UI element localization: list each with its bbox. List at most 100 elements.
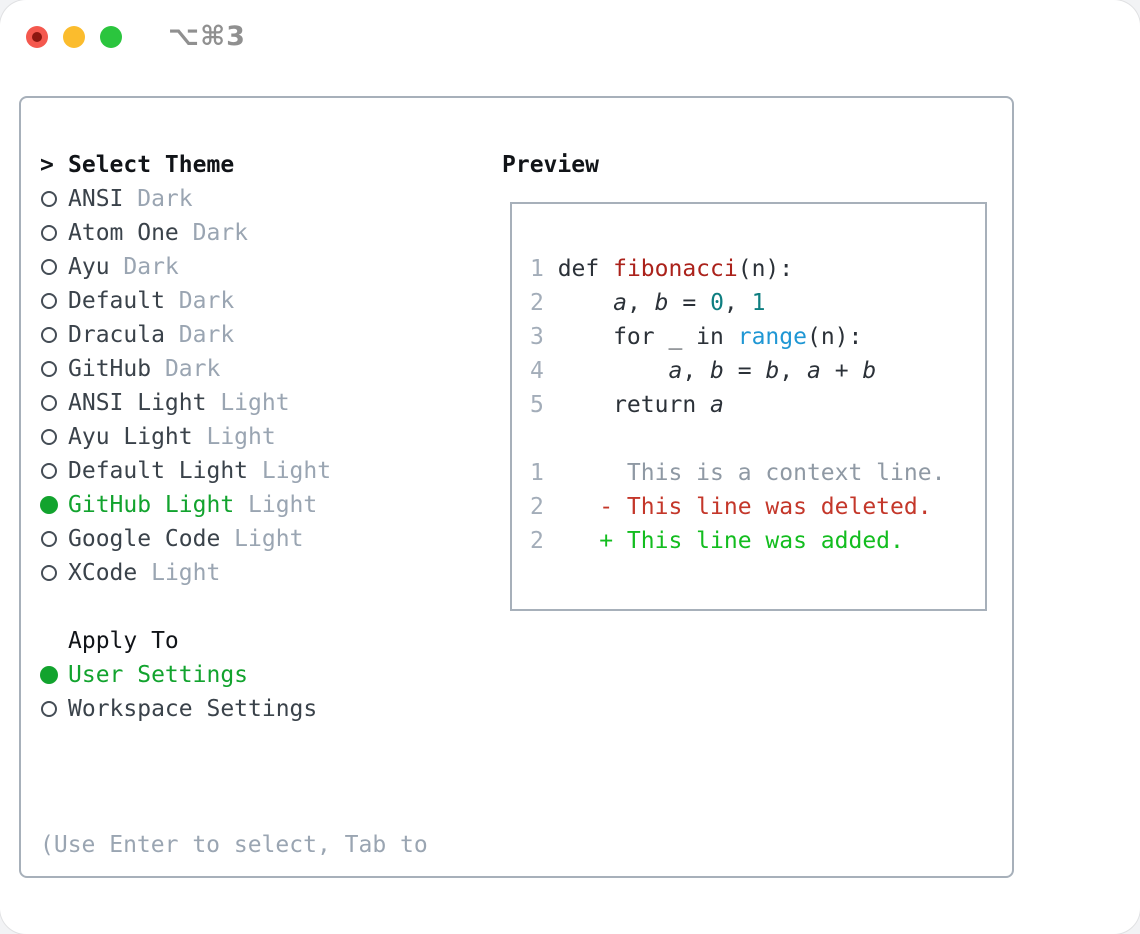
option-label: Ayu bbox=[68, 254, 110, 280]
option-label: GitHub Light bbox=[68, 492, 235, 518]
option-label: Default Light bbox=[68, 458, 249, 484]
option-label: ANSI bbox=[68, 186, 124, 212]
spacer bbox=[40, 590, 428, 624]
option-variant-label: Light bbox=[234, 492, 318, 518]
zoom-button[interactable] bbox=[100, 26, 122, 48]
theme-option[interactable]: GitHub Light Light bbox=[40, 488, 428, 522]
code-segment-var: a bbox=[710, 392, 724, 418]
code-segment-code: , bbox=[682, 358, 711, 384]
option-label: Dracula bbox=[68, 322, 165, 348]
line-number: 4 bbox=[530, 358, 544, 384]
option-label: ANSI Light bbox=[68, 390, 207, 416]
hint-line-1: (Use Enter to select, Tab to bbox=[40, 832, 428, 858]
prompt-caret-icon: > bbox=[40, 152, 54, 178]
code-line bbox=[530, 422, 945, 456]
radio-icon bbox=[41, 191, 57, 207]
line-number: 3 bbox=[530, 324, 544, 350]
code-line: 2 a, b = 0, 1 bbox=[530, 286, 945, 320]
theme-option[interactable]: XCode Light bbox=[40, 556, 428, 590]
code-segment-ctx: This is a context line. bbox=[543, 460, 946, 486]
code-line: 4 a, b = b, a + b bbox=[530, 354, 945, 388]
line-number: 2 bbox=[530, 528, 544, 554]
code-segment-var: b bbox=[654, 290, 669, 316]
code-segment-var: a bbox=[668, 358, 683, 384]
line-number: 1 bbox=[530, 256, 544, 282]
minimize-button[interactable] bbox=[63, 26, 85, 48]
radio-icon bbox=[41, 259, 57, 275]
option-label: Atom One bbox=[68, 220, 179, 246]
apply-to-option[interactable]: Workspace Settings bbox=[40, 692, 428, 726]
option-label: User Settings bbox=[68, 662, 249, 688]
code-segment-code: , bbox=[779, 358, 807, 384]
theme-option[interactable]: GitHub Dark bbox=[40, 352, 428, 386]
radio-selected-icon bbox=[40, 666, 58, 684]
option-label: XCode bbox=[68, 560, 138, 586]
code-segment-var: b bbox=[765, 358, 780, 384]
theme-option[interactable]: Dracula Dark bbox=[40, 318, 428, 352]
theme-option[interactable]: Ayu Dark bbox=[40, 250, 428, 284]
apply-to-option[interactable]: User Settings bbox=[40, 658, 428, 692]
code-segment-code: (n): bbox=[806, 324, 863, 350]
option-variant-label: Light bbox=[248, 458, 332, 484]
option-variant-label: Light bbox=[220, 526, 304, 552]
code-segment-code: + bbox=[820, 358, 863, 384]
theme-option[interactable]: Atom One Dark bbox=[40, 216, 428, 250]
option-variant-label: Dark bbox=[123, 186, 193, 212]
close-dot-icon bbox=[32, 32, 42, 42]
code-segment-code: = bbox=[668, 290, 711, 316]
option-variant-label: Light bbox=[137, 560, 221, 586]
hint-text: (Use Enter to select, Tab to change focu… bbox=[40, 760, 428, 934]
code-segment-code: = bbox=[723, 358, 766, 384]
spacer bbox=[40, 726, 428, 760]
option-label: Ayu Light bbox=[68, 424, 193, 450]
close-button[interactable] bbox=[26, 26, 48, 48]
code-segment-var: b bbox=[862, 358, 877, 384]
theme-option[interactable]: Ayu Light Light bbox=[40, 420, 428, 454]
radio-icon bbox=[41, 429, 57, 445]
theme-option[interactable]: ANSI Dark bbox=[40, 182, 428, 216]
line-number: 1 bbox=[530, 460, 544, 486]
code-segment-var: a bbox=[613, 290, 627, 316]
hint-line-2: change focus) bbox=[40, 930, 428, 934]
radio-icon bbox=[41, 225, 57, 241]
option-variant-label: Light bbox=[192, 424, 276, 450]
select-theme-heading: > Select Theme bbox=[40, 148, 428, 182]
code-segment-code bbox=[544, 358, 669, 384]
option-variant-label: Dark bbox=[178, 220, 249, 246]
code-line: 2 - This line was deleted. bbox=[530, 490, 945, 524]
option-variant-label: Dark bbox=[151, 356, 221, 382]
line-number: 5 bbox=[530, 392, 544, 418]
code-segment-code: , bbox=[626, 290, 655, 316]
radio-icon bbox=[41, 531, 57, 547]
code-segment-code: for _ in bbox=[543, 324, 738, 350]
preview-heading: Preview bbox=[502, 152, 599, 178]
code-segment-var: b bbox=[710, 358, 724, 384]
code-segment-code bbox=[544, 290, 613, 316]
option-label: GitHub bbox=[68, 356, 152, 382]
radio-icon bbox=[41, 327, 57, 343]
theme-option[interactable]: ANSI Light Light bbox=[40, 386, 428, 420]
select-theme-title: Select Theme bbox=[68, 152, 235, 178]
titlebar: ⌥⌘3 bbox=[0, 0, 1140, 75]
apply-to-heading: Apply To bbox=[40, 624, 428, 658]
option-variant-label: Light bbox=[206, 390, 290, 416]
theme-option[interactable]: Default Light Light bbox=[40, 454, 428, 488]
option-label: Workspace Settings bbox=[68, 696, 318, 722]
code-segment-code: , bbox=[723, 290, 752, 316]
theme-option[interactable]: Default Dark bbox=[40, 284, 428, 318]
code-segment-del: - This line was deleted. bbox=[543, 494, 932, 520]
code-segment-call: range bbox=[737, 324, 807, 350]
theme-option[interactable]: Google Code Light bbox=[40, 522, 428, 556]
code-segment-numlit: 1 bbox=[751, 290, 766, 316]
code-line: 1 This is a context line. bbox=[530, 456, 945, 490]
option-variant-label: Dark bbox=[164, 322, 235, 348]
code-segment-add: + This line was added. bbox=[543, 528, 904, 554]
code-segment-code: return bbox=[543, 392, 711, 418]
apply-to-title: Apply To bbox=[68, 628, 179, 654]
code-segment-numlit: 0 bbox=[710, 290, 724, 316]
